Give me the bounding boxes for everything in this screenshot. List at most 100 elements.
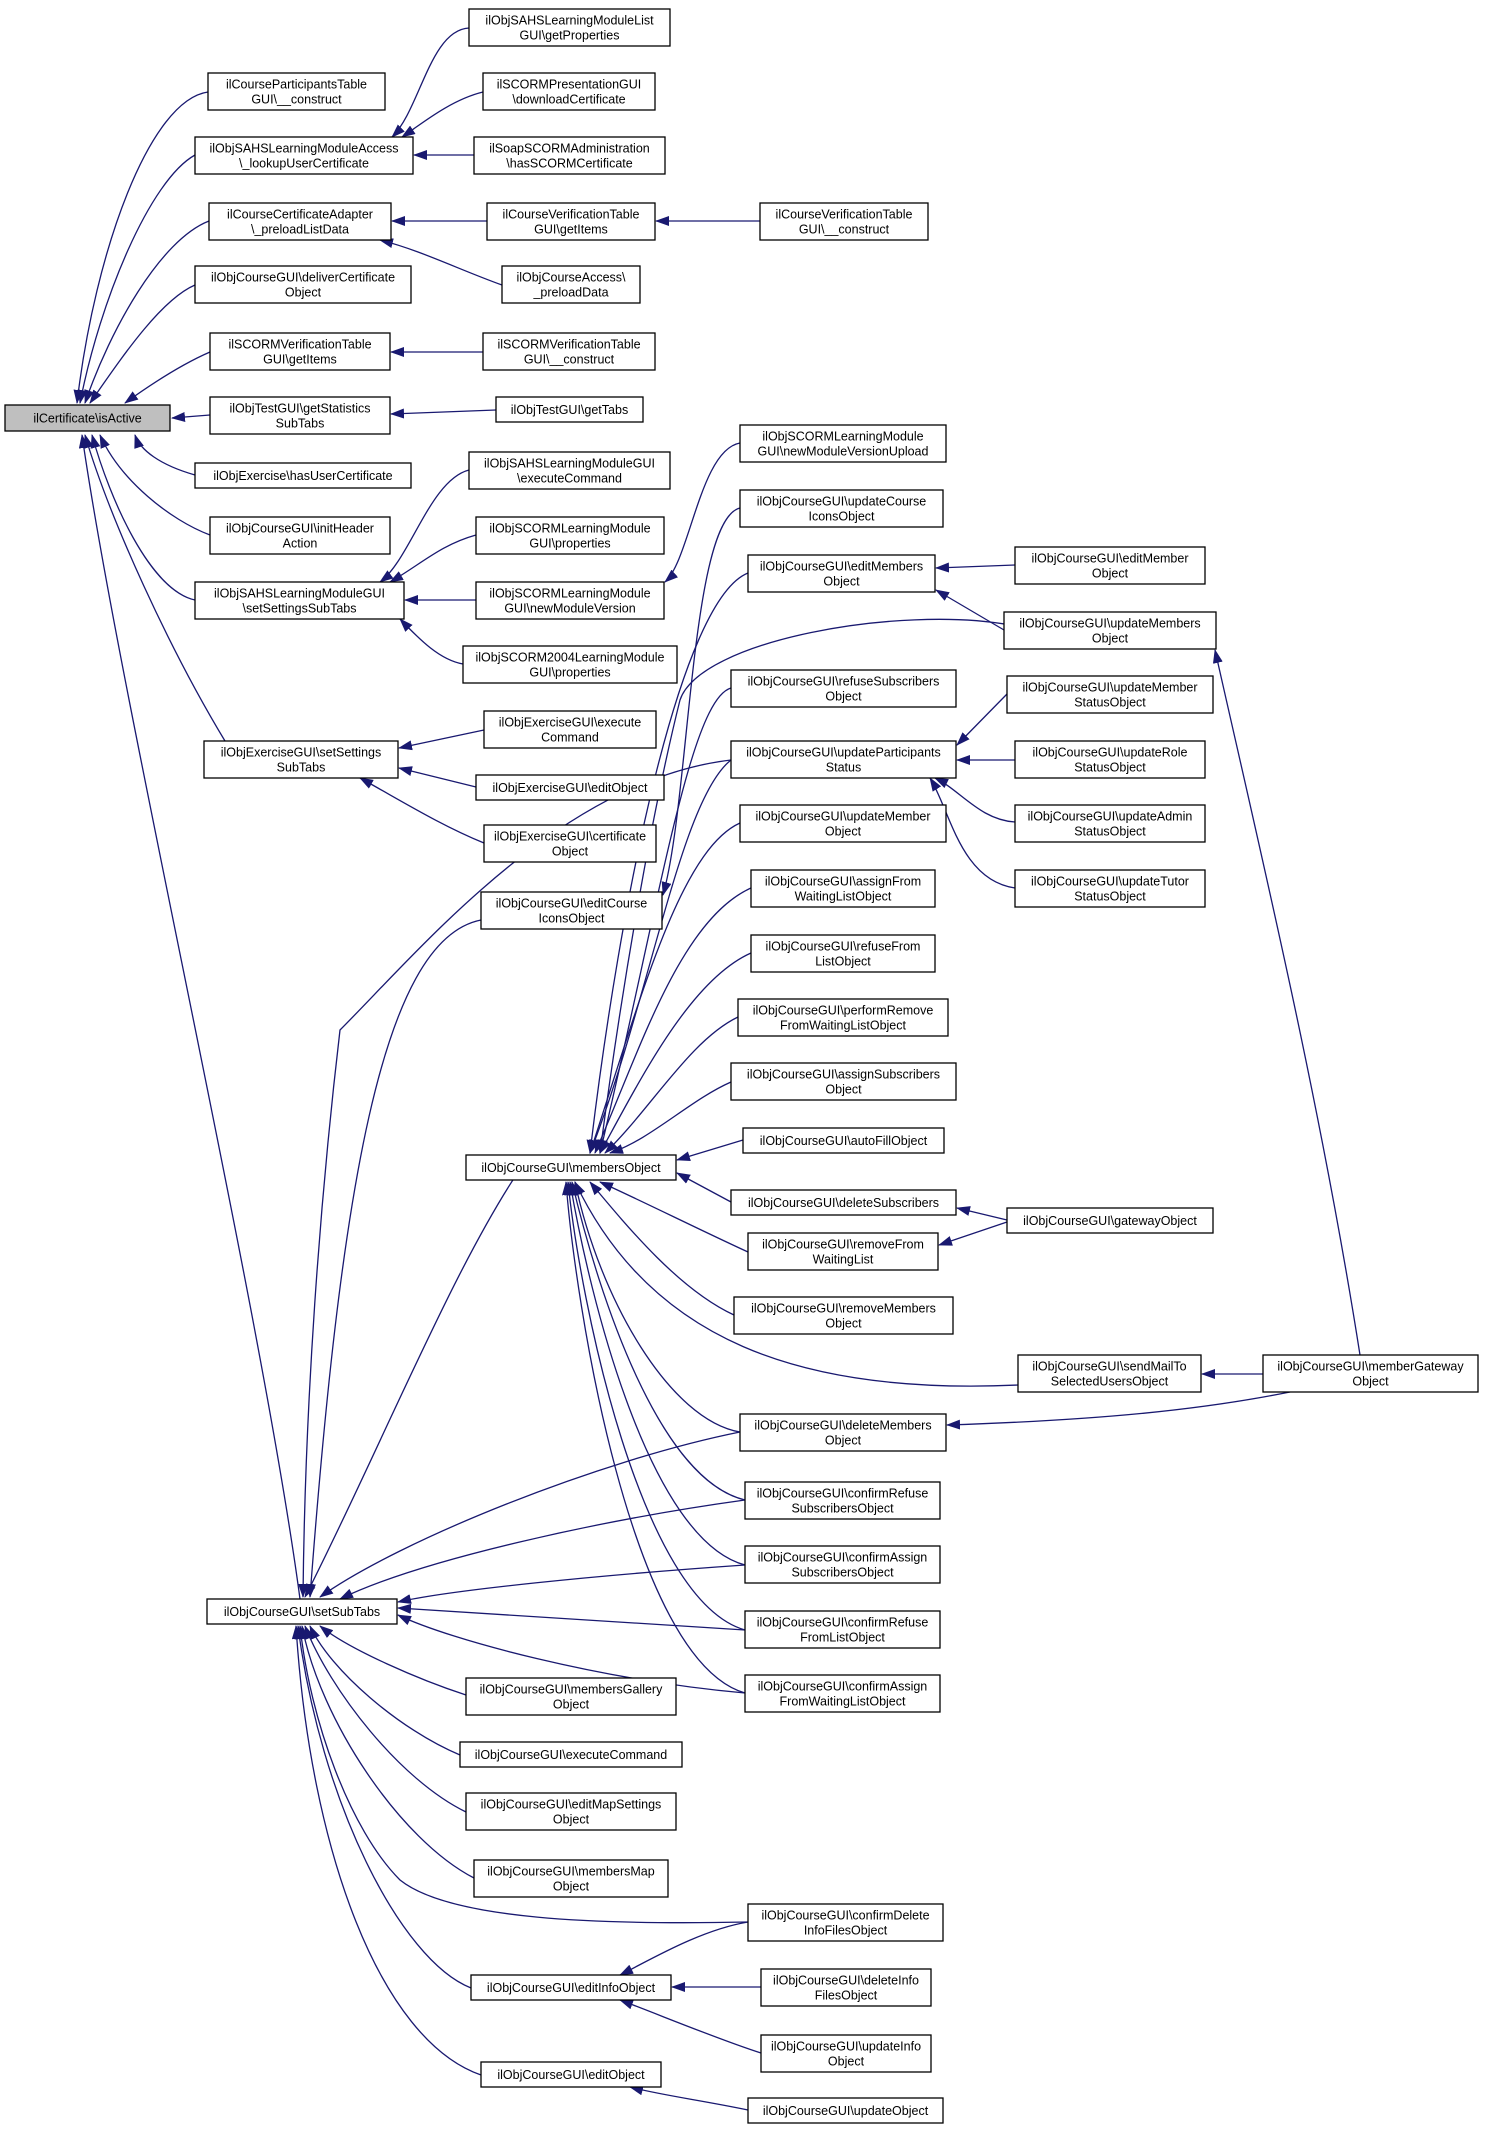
node-exHasUserCert[interactable]: ilObjExercise\hasUserCertificate [194,462,412,489]
node-editInfo[interactable]: ilObjCourseGUI\editInfoObject [470,1974,672,2001]
node-exExecCmd[interactable]: ilObjExerciseGUI\executeCommand [483,710,657,749]
node-testGetTabs[interactable]: ilObjTestGUI\getTabs [495,396,644,423]
node-label: Command [541,731,599,745]
call-edge [956,693,1008,746]
node-label: ilObjExerciseGUI\editObject [493,781,648,795]
node-box [4,404,171,432]
node-label: SubTabs [277,761,326,775]
node-confirmAssignSubs[interactable]: ilObjCourseGUI\confirmAssignSubscribersO… [744,1545,941,1584]
node-sendMail[interactable]: ilObjCourseGUI\sendMailToSelectedUsersOb… [1017,1354,1202,1393]
node-scormPresDownload[interactable]: ilSCORMPresentationGUI\downloadCertifica… [482,72,656,111]
node-courseExecCmd[interactable]: ilObjCourseGUI\executeCommand [459,1741,683,1768]
node-autoFill[interactable]: ilObjCourseGUI\autoFillObject [742,1127,945,1154]
node-label: Object [825,1434,862,1448]
node-label: Object [825,690,862,704]
call-edge [599,1181,749,1253]
node-box [483,710,657,749]
node-assignFromWaiting[interactable]: ilObjCourseGUI\assignFromWaitingListObje… [750,869,936,908]
node-scorm2004Props[interactable]: ilObjSCORM2004LearningModuleGUI\properti… [462,645,678,684]
node-label: ilObjCourseGUI\sendMailTo [1032,1360,1186,1374]
node-label: GUI\properties [529,537,610,551]
node-box [475,774,665,801]
call-edge [572,1181,741,1433]
node-label: SubscribersObject [791,1502,894,1516]
node-box [459,1741,683,1768]
node-deleteSubscribers[interactable]: ilObjCourseGUI\deleteSubscribers [730,1189,957,1216]
call-edge [589,1181,735,1316]
node-box [1014,869,1206,908]
node-isActive[interactable]: ilCertificate\isActive [4,404,171,432]
node-preloadListData[interactable]: ilCourseCertificateAdapter\_preloadListD… [208,202,392,241]
node-performRemoveWaiting[interactable]: ilObjCourseGUI\performRemoveFromWaitingL… [737,998,949,1037]
node-lookupUserCert[interactable]: ilObjSAHSLearningModuleAccess\_lookupUse… [194,136,414,175]
node-confirmRefuseSubs[interactable]: ilObjCourseGUI\confirmRefuseSubscribersO… [744,1481,941,1520]
call-edge [1212,649,1361,1356]
node-sahsSetSettingsSubTabs[interactable]: ilObjSAHSLearningModuleGUI\setSettingsSu… [194,581,405,620]
node-exSetSettingsSubTabs[interactable]: ilObjExerciseGUI\setSettingsSubTabs [203,740,399,779]
node-box [203,740,399,779]
node-sahsExecCmd[interactable]: ilObjSAHSLearningModuleGUI\executeComman… [468,451,671,490]
node-exEditObject[interactable]: ilObjExerciseGUI\editObject [475,774,665,801]
node-label: ilObjCourseGUI\updateTutor [1031,875,1189,889]
node-courseAccessPreload[interactable]: ilObjCourseAccess\_preloadData [501,265,641,304]
node-confirmAssignFromWaiting[interactable]: ilObjCourseGUI\confirmAssignFromWaitingL… [744,1674,941,1713]
node-confirmDeleteInfoFiles[interactable]: ilObjCourseGUI\confirmDeleteInfoFilesObj… [747,1903,944,1942]
call-edge [134,434,196,476]
node-label: \hasSCORMCertificate [506,157,632,171]
node-label: ilObjCourseGUI\editObject [497,2068,645,2082]
node-sahsListGetProps[interactable]: ilObjSAHSLearningModuleListGUI\getProper… [468,8,671,47]
call-edge [946,1391,1291,1430]
node-setSubTabs[interactable]: ilObjCourseGUI\setSubTabs [206,1598,398,1625]
call-edge [397,1564,746,1604]
node-scormLmNewVersion[interactable]: ilObjSCORMLearningModuleGUI\newModuleVer… [475,581,665,620]
call-edge [567,1181,746,1566]
node-editObject[interactable]: ilObjCourseGUI\editObject [480,2061,662,2088]
node-membersObject[interactable]: ilObjCourseGUI\membersObject [465,1154,677,1181]
node-scormLmNewVersionUpload[interactable]: ilObjSCORMLearningModuleGUI\newModuleVer… [739,424,947,463]
call-edge [296,1625,749,1924]
node-gatewayObject[interactable]: ilObjCourseGUI\gatewayObject [1006,1207,1214,1234]
node-label: ilObjCourseGUI\updateObject [763,2104,929,2118]
node-confirmRefuseFromList[interactable]: ilObjCourseGUI\confirmRefuseFromListObje… [744,1610,941,1649]
node-updateObject[interactable]: ilObjCourseGUI\updateObject [747,2097,944,2124]
node-box [747,554,936,593]
node-label: StatusObject [1074,825,1146,839]
node-soapHasScormCert[interactable]: ilSoapSCORMAdministration\hasSCORMCertif… [473,136,666,175]
node-label: ilObjCourseGUI\updateInfo [771,2040,921,2054]
node-label: ilObjCourseGUI\updateMember [755,810,930,824]
node-label: ilObjCourseGUI\updateCourse [757,495,927,509]
